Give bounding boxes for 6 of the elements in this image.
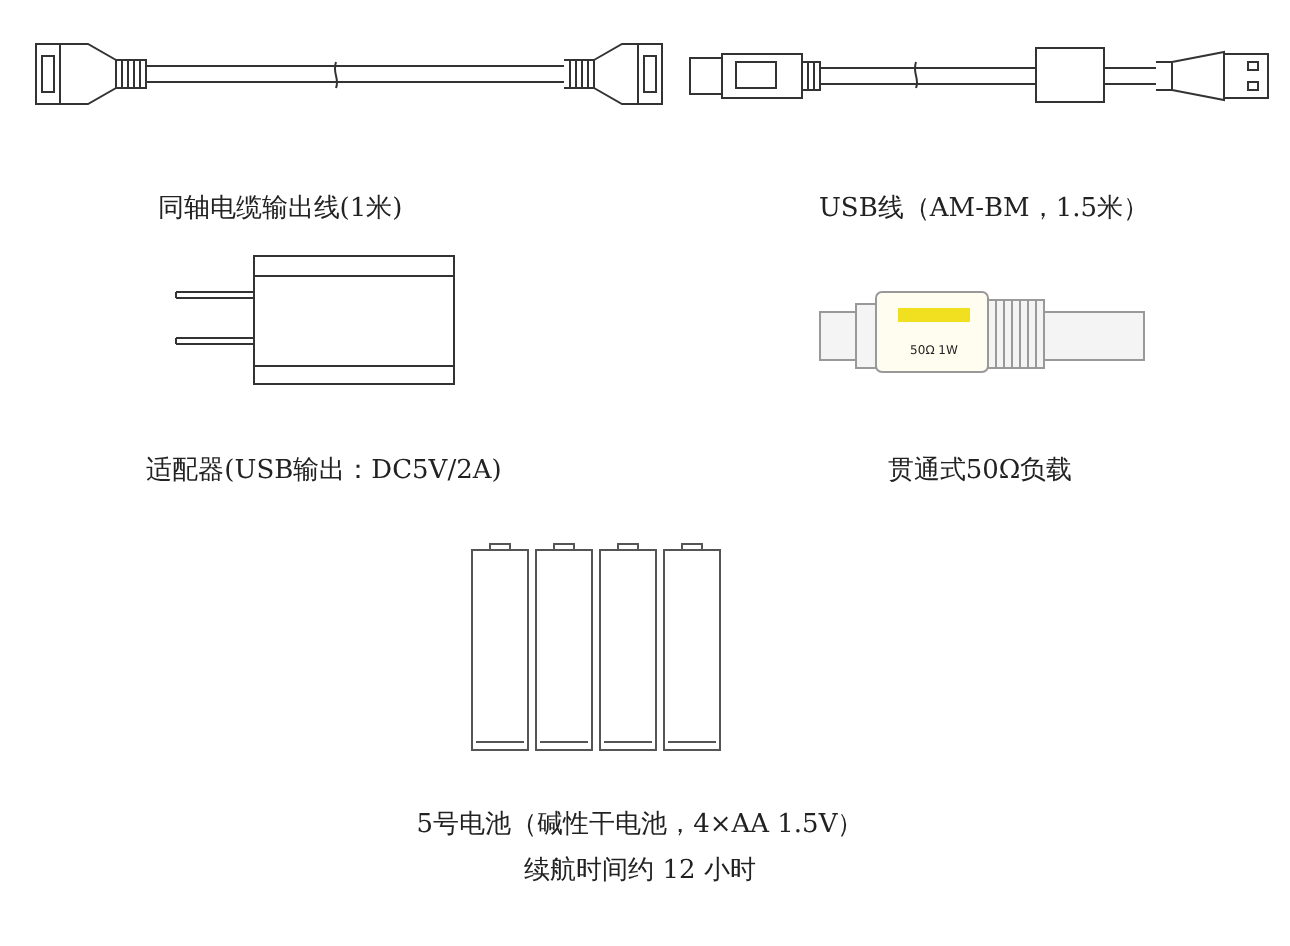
note-text: 续航时间约 12 小时 [524,854,756,888]
item-caption: 适配器(USB输出：DC5V/2A) [146,454,502,488]
item-caption: 5号电池（碱性干电池，4×AA 1.5V） [416,808,864,842]
item-caption: 同轴电缆输出线(1米) [157,192,403,226]
item-caption: USB线（AM-BM，1.5米） [818,192,1150,226]
item-caption: 贯通式50Ω负载 [887,454,1073,488]
